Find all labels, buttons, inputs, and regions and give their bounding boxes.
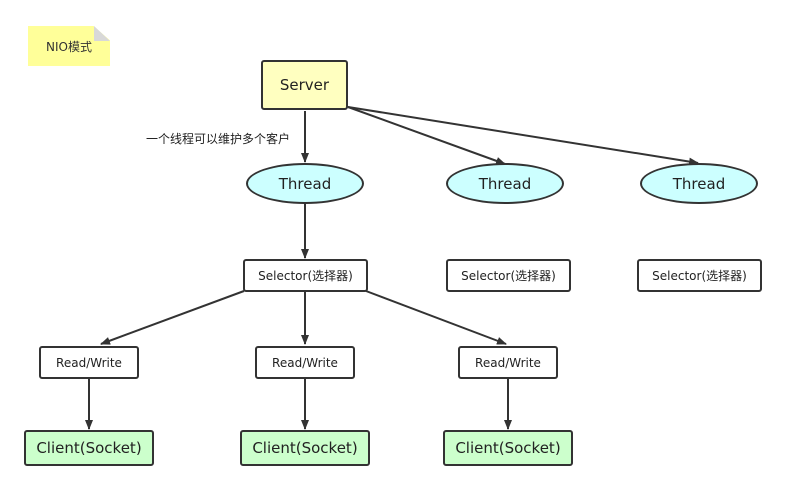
thread-node-1: Thread xyxy=(246,163,364,204)
client-label: Client(Socket) xyxy=(252,439,358,457)
selector-label: Selector(选择器) xyxy=(461,269,556,283)
read-write-node-1: Read/Write xyxy=(39,346,139,379)
selector-node-1: Selector(选择器) xyxy=(243,259,368,292)
read-write-label: Read/Write xyxy=(475,355,541,370)
client-socket-node-2: Client(Socket) xyxy=(240,430,370,466)
thread-label: Thread xyxy=(478,174,532,193)
client-socket-node-1: Client(Socket) xyxy=(24,430,154,466)
selector-node-3: Selector(选择器) xyxy=(637,259,762,292)
selector-label: Selector(选择器) xyxy=(652,269,747,283)
client-socket-node-3: Client(Socket) xyxy=(443,430,573,466)
edge-selector-rw-1 xyxy=(100,290,245,345)
thread-label: Thread xyxy=(278,174,332,193)
server-node: Server xyxy=(261,60,348,110)
client-label: Client(Socket) xyxy=(36,439,142,457)
edge-server-thread-3 xyxy=(347,106,699,166)
selector-label: Selector(选择器) xyxy=(258,269,353,283)
edge-selector-rw-3 xyxy=(365,290,507,345)
read-write-label: Read/Write xyxy=(56,355,122,370)
edge-server-thread-2 xyxy=(347,106,506,165)
read-write-node-2: Read/Write xyxy=(255,346,355,379)
read-write-node-3: Read/Write xyxy=(458,346,558,379)
edge-label-multi-client: 一个线程可以维护多个客户 xyxy=(146,132,291,146)
client-label: Client(Socket) xyxy=(455,439,561,457)
thread-label: Thread xyxy=(672,174,726,193)
read-write-label: Read/Write xyxy=(272,355,338,370)
note-label: NIO模式 xyxy=(46,39,92,54)
server-label: Server xyxy=(279,76,330,94)
thread-node-2: Thread xyxy=(446,163,564,204)
thread-node-3: Thread xyxy=(640,163,758,204)
selector-node-2: Selector(选择器) xyxy=(446,259,571,292)
